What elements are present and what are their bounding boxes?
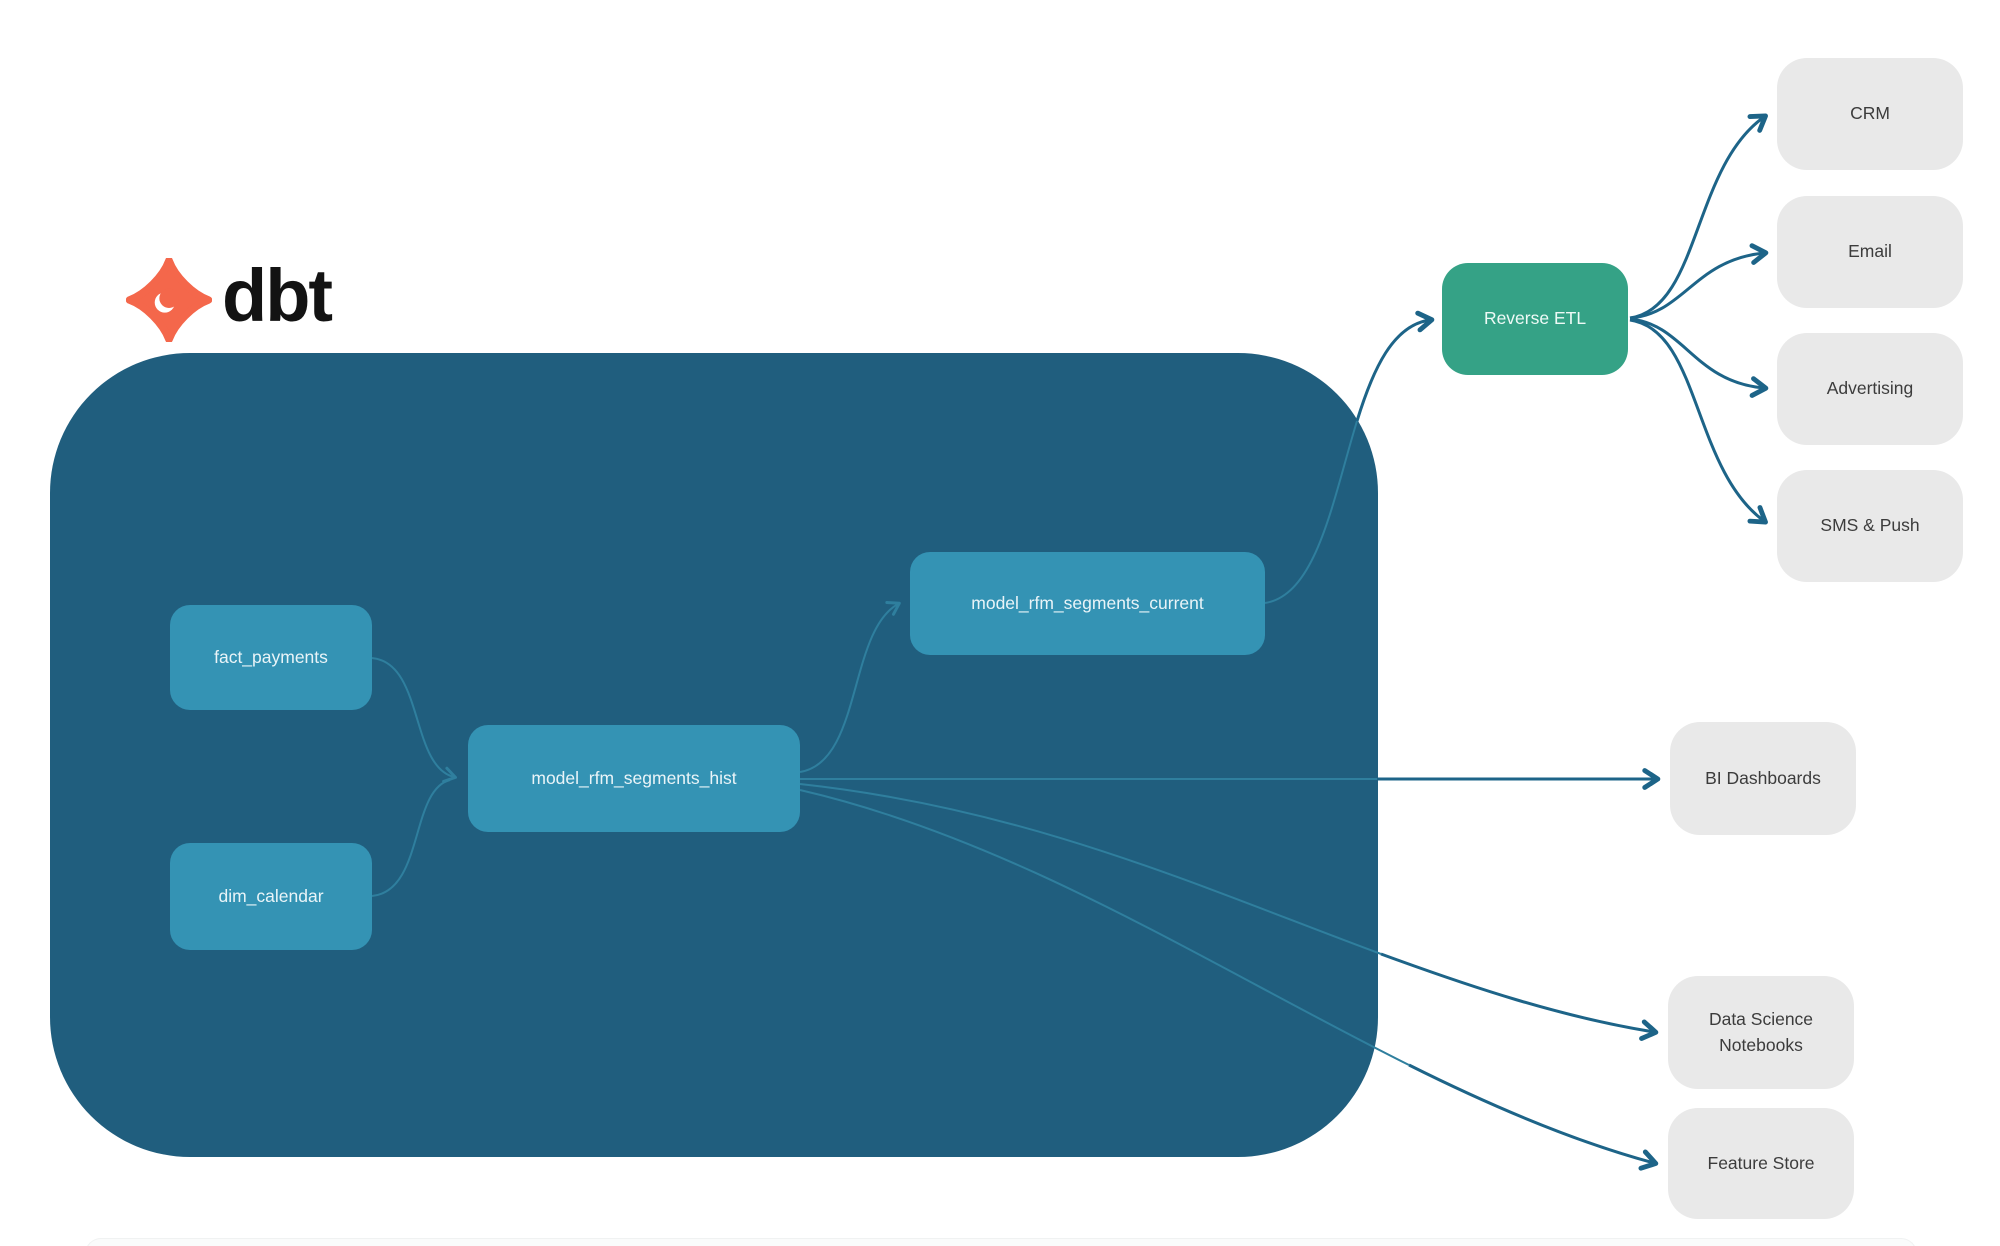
node-data-science-notebooks: Data Science Notebooks bbox=[1668, 976, 1854, 1089]
dbt-logo-icon bbox=[126, 258, 212, 342]
node-sms-push: SMS & Push bbox=[1777, 470, 1963, 582]
node-label: Feature Store bbox=[1707, 1152, 1815, 1173]
node-label: Advertising bbox=[1826, 378, 1914, 399]
node-dim-calendar: dim_calendar bbox=[170, 843, 372, 950]
node-label: model_rfm_segments_current bbox=[971, 592, 1204, 613]
node-fact-payments: fact_payments bbox=[170, 605, 372, 710]
edge-hist-to-data-science bbox=[1380, 952, 1659, 1041]
node-reverse-etl: Reverse ETL bbox=[1442, 263, 1628, 375]
node-email: Email bbox=[1777, 196, 1963, 308]
node-label: BI Dashboards bbox=[1705, 767, 1821, 788]
node-model-rfm-segments-current: model_rfm_segments_current bbox=[910, 552, 1265, 655]
node-label: Reverse ETL bbox=[1483, 308, 1587, 329]
dbt-wordmark: dbt bbox=[222, 254, 333, 337]
node-crm: CRM bbox=[1777, 58, 1963, 170]
edge-current-to-reverse-etl bbox=[1355, 310, 1435, 422]
edge-reverse-etl-to-email bbox=[1629, 243, 1769, 320]
node-label: dim_calendar bbox=[218, 885, 324, 906]
edge-reverse-etl-to-sms-push bbox=[1629, 318, 1768, 525]
node-label: model_rfm_segments_hist bbox=[531, 767, 737, 788]
node-label: SMS & Push bbox=[1820, 515, 1920, 536]
edge-reverse-etl-to-advertising bbox=[1629, 317, 1769, 398]
edge-reverse-etl-to-crm bbox=[1629, 113, 1768, 320]
node-label: Data Science Notebooks bbox=[1708, 1009, 1814, 1055]
dbt-logo: dbt bbox=[126, 254, 333, 342]
node-label: CRM bbox=[1850, 103, 1890, 124]
node-bi-dashboards: BI Dashboards bbox=[1670, 722, 1856, 835]
node-label: fact_payments bbox=[214, 646, 328, 667]
node-model-rfm-segments-hist: model_rfm_segments_hist bbox=[468, 725, 800, 832]
node-label: Email bbox=[1848, 241, 1892, 262]
node-feature-store: Feature Store bbox=[1668, 1108, 1854, 1219]
next-section-edge bbox=[85, 1238, 1917, 1246]
node-advertising: Advertising bbox=[1777, 333, 1963, 445]
edge-hist-to-feature-store bbox=[1408, 1063, 1659, 1171]
